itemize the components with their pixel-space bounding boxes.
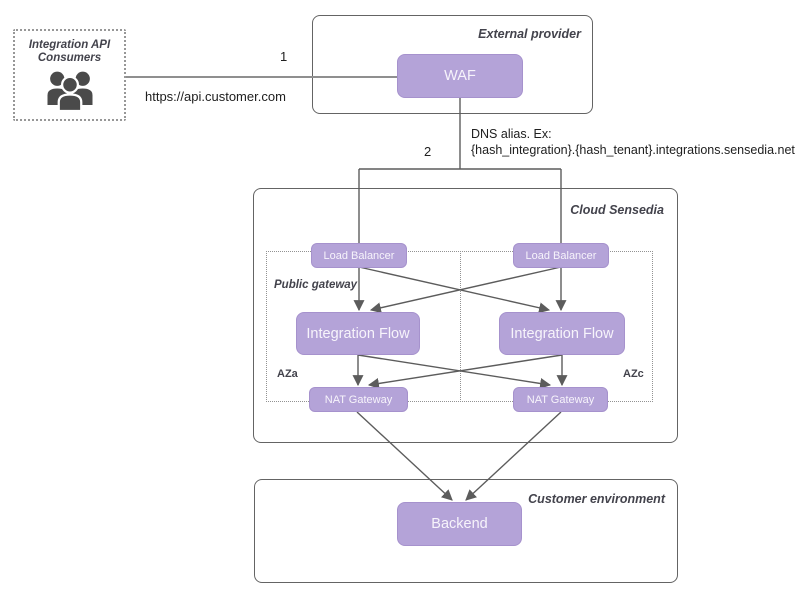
cloud-sensedia-container: Cloud Sensedia — [253, 188, 678, 443]
integration-flow-aza-node: Integration Flow — [296, 312, 420, 355]
public-gateway-label: Public gateway — [274, 279, 358, 291]
step-1-label: 1 — [280, 49, 288, 64]
integration-api-consumers-label: Integration API Consumers — [28, 39, 111, 64]
nat-gateway-azc-node: NAT Gateway — [513, 387, 608, 412]
load-balancer-azc-node: Load Balancer — [513, 243, 609, 268]
public-gateway-zone — [266, 251, 653, 402]
dns-alias-annotation: DNS alias. Ex: {hash_integration}.{hash_… — [471, 127, 795, 157]
azc-label: AZc — [623, 368, 644, 380]
consumer-url-label: https://api.customer.com — [145, 89, 286, 104]
customer-environment-label: Customer environment — [528, 492, 665, 506]
availability-zone-divider — [460, 251, 461, 402]
backend-node: Backend — [397, 502, 522, 546]
cloud-sensedia-label: Cloud Sensedia — [570, 203, 664, 217]
people-group-icon — [47, 71, 92, 113]
external-provider-container: External provider — [312, 15, 593, 114]
integration-flow-azc-node: Integration Flow — [499, 312, 625, 355]
external-provider-label: External provider — [478, 27, 581, 41]
aza-label: AZa — [277, 368, 298, 380]
integration-api-consumers-box: Integration API Consumers — [13, 29, 126, 121]
waf-node: WAF — [397, 54, 523, 98]
nat-gateway-aza-node: NAT Gateway — [309, 387, 408, 412]
step-2-label: 2 — [424, 144, 432, 159]
load-balancer-aza-node: Load Balancer — [311, 243, 407, 268]
